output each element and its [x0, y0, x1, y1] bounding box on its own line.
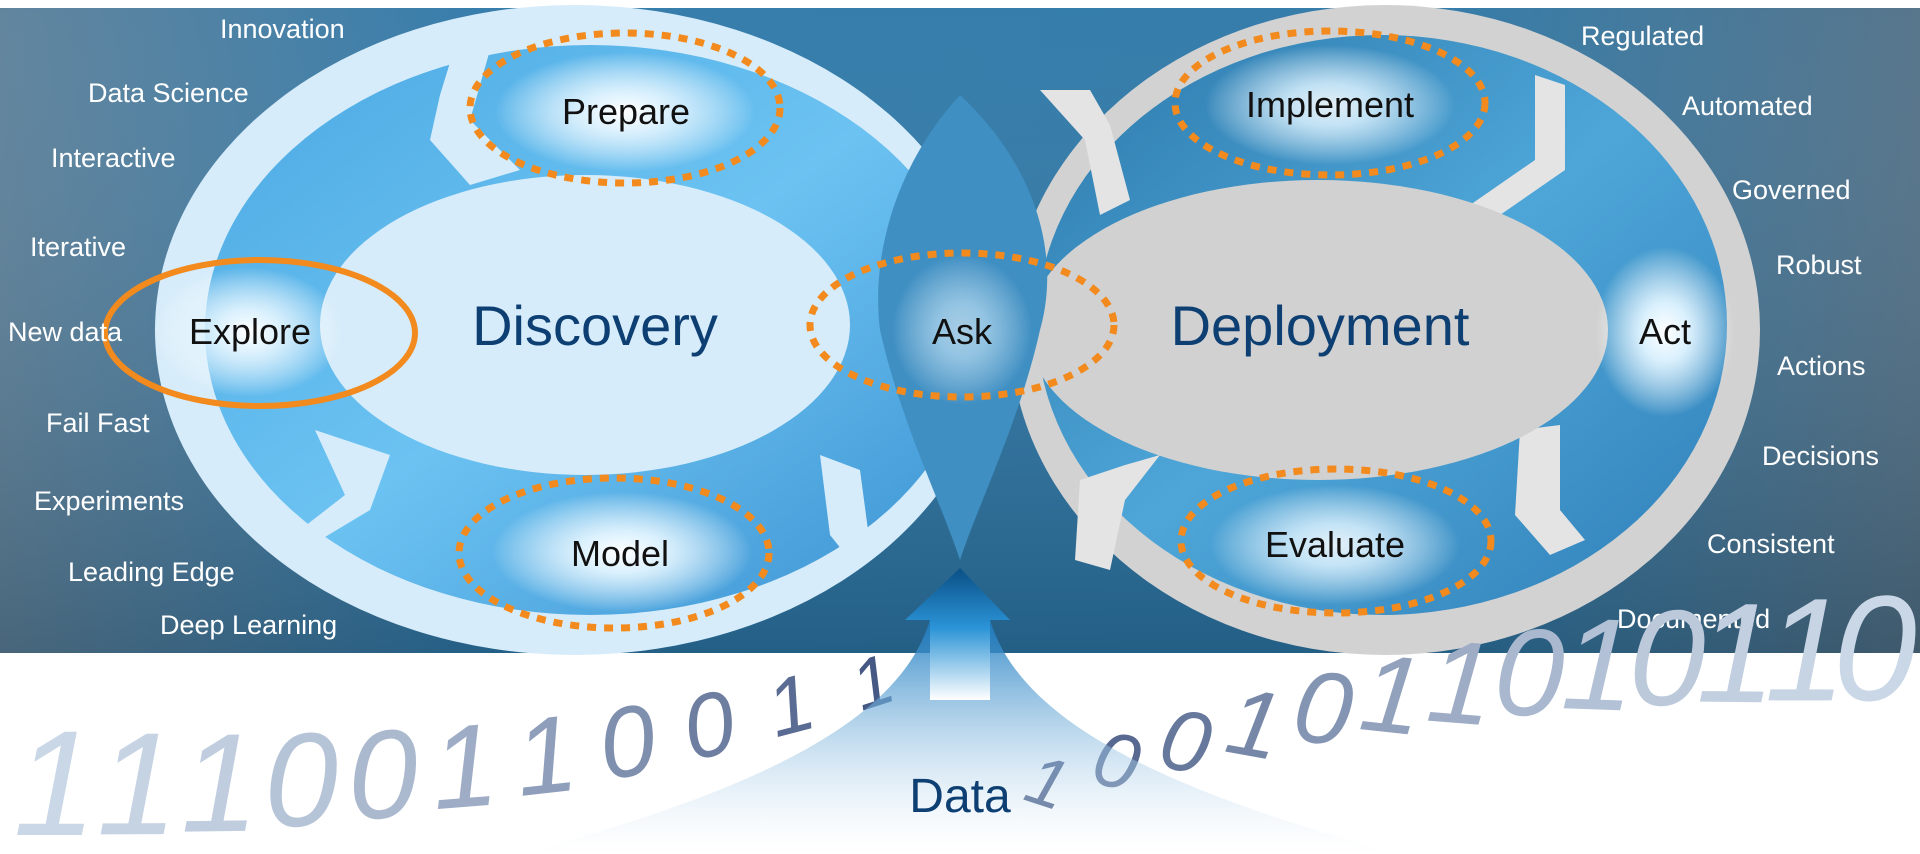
node-act: Act: [1639, 311, 1691, 352]
binary-digit-right: 0: [1287, 647, 1360, 769]
deployment-attributes: Regulated Automated Governed Robust Acti…: [1581, 21, 1879, 634]
node-model: Model: [571, 533, 669, 574]
node-explore: Explore: [189, 311, 311, 352]
binary-digit-right: 0: [1833, 564, 1916, 732]
binary-digit-right: 1: [1219, 667, 1290, 781]
binary-digit-left: 1: [96, 702, 178, 854]
binary-digit-right: 1: [1696, 574, 1776, 734]
binary-digit-left: 0: [262, 705, 340, 854]
binary-digit-left: 1: [179, 704, 259, 854]
discovery-cycle: [155, 5, 995, 655]
binary-digit-right: 0: [1628, 580, 1707, 734]
attribute-fail-fast: Fail Fast: [46, 408, 150, 438]
node-ask: Ask: [932, 311, 993, 352]
binary-digit-right: 1: [1423, 615, 1498, 751]
data-arrow: [520, 568, 1400, 854]
attribute-regulated: Regulated: [1581, 21, 1704, 51]
node-evaluate: Evaluate: [1265, 524, 1405, 565]
attribute-interactive: Interactive: [51, 143, 176, 173]
binary-digit-left: 0: [674, 671, 743, 780]
binary-digit-left: 0: [344, 702, 421, 846]
attribute-consistent: Consistent: [1707, 529, 1835, 559]
highlight-markers: [102, 27, 1495, 632]
attribute-decisions: Decisions: [1762, 441, 1879, 471]
attribute-deep-learning: Deep Learning: [160, 610, 337, 640]
attribute-experiments: Experiments: [34, 486, 184, 516]
binary-digit-left: 1: [758, 656, 824, 754]
discovery-title: Discovery: [472, 294, 718, 357]
binary-digit-right: 1: [1559, 590, 1637, 738]
attribute-robust: Robust: [1776, 250, 1862, 280]
attribute-leading-edge: Leading Edge: [68, 557, 235, 587]
deployment-title: Deployment: [1171, 294, 1470, 357]
data-label: Data: [909, 770, 1011, 823]
attribute-documented: Documented: [1617, 604, 1770, 634]
binary-digit-left: 1: [509, 693, 583, 820]
binary-digit-right: 0: [1491, 602, 1568, 745]
attribute-innovation: Innovation: [220, 14, 345, 44]
node-prepare: Prepare: [562, 91, 690, 132]
binary-digit-left: 0: [591, 684, 663, 802]
discovery-attributes: Innovation Data Science Interactive Iter…: [8, 14, 345, 640]
binary-digit-left: 1: [13, 699, 96, 854]
attribute-actions: Actions: [1777, 351, 1866, 381]
binary-digit-left: 1: [427, 698, 502, 834]
binary-digit-right: 1: [1765, 568, 1847, 732]
attribute-new-data: New data: [8, 317, 123, 347]
node-implement: Implement: [1246, 84, 1414, 125]
deployment-cycle: [1010, 5, 1760, 655]
attribute-iterative: Iterative: [30, 232, 126, 262]
attribute-automated: Automated: [1682, 91, 1813, 121]
attribute-data-science: Data Science: [88, 78, 249, 108]
attribute-governed: Governed: [1732, 175, 1851, 205]
binary-digit-right: 1: [1355, 630, 1429, 759]
